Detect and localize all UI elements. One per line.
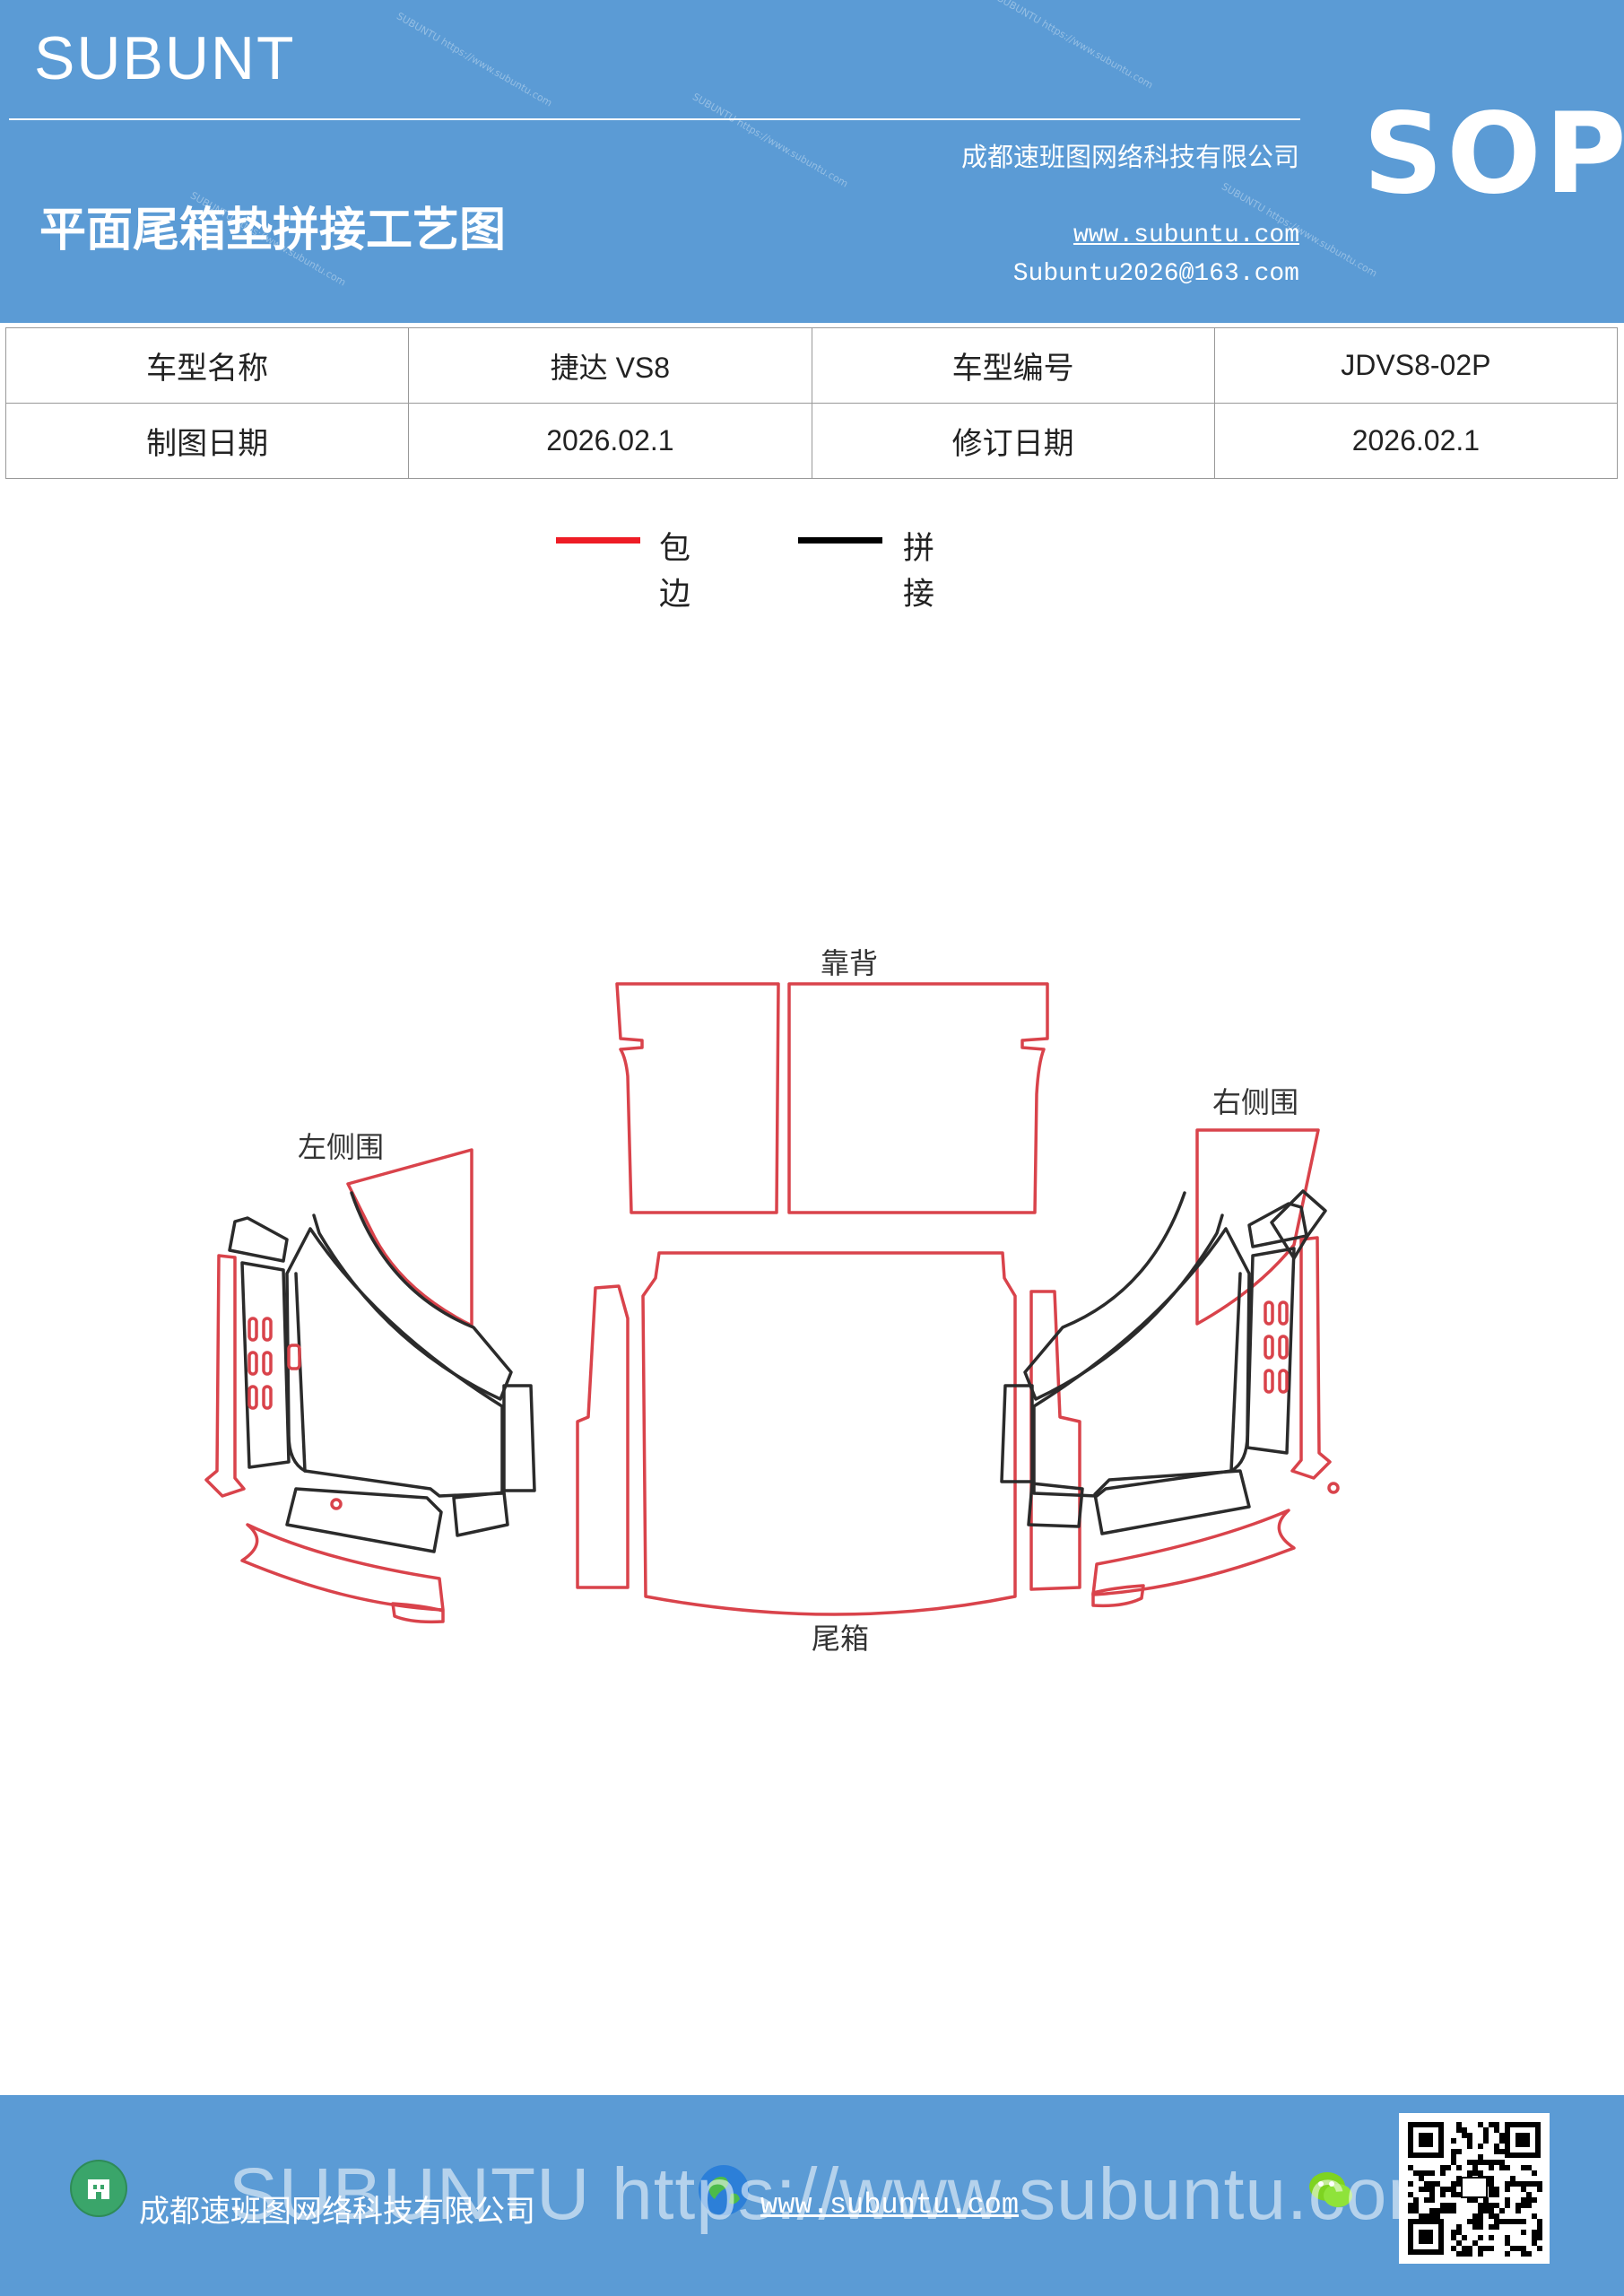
vehicle-info-table: 车型名称 捷达 VS8 车型编号 JDVS8-02P 制图日期 2026.02.… (4, 327, 1619, 479)
legend-label-edge: 包边 (659, 531, 691, 613)
table-cell: JDVS8-02P (1213, 327, 1619, 404)
backrest-right-panel (787, 982, 1049, 1214)
table-cell: 2026.02.1 (408, 403, 812, 479)
trunk-floor-panel (641, 1251, 1017, 1616)
left-outer-strip (204, 1254, 246, 1498)
legend-label-seam: 拼接 (903, 531, 935, 613)
left-tail-piece (391, 1602, 445, 1624)
backrest-left-panel (615, 982, 780, 1214)
footer-banner: 成都速班图网络科技有限公司 www.subuntu.com SUBUNTU ht… (0, 2095, 1624, 2296)
document-title: 平面尾箱垫拼接工艺图 (39, 204, 507, 257)
table-cell: 修订日期 (811, 403, 1215, 479)
left-inner-panel (294, 1272, 307, 1473)
left-hole (330, 1498, 343, 1510)
left-lower-block (502, 1384, 536, 1492)
left-cap-piece (228, 1216, 289, 1263)
left-small-block (452, 1491, 509, 1537)
sop-label: SOP (1363, 90, 1624, 219)
brand-name: SUBUNT (34, 24, 296, 92)
email-address[interactable]: Subuntu2026@163.com (1012, 260, 1299, 288)
legend-swatch-edge (556, 537, 640, 544)
table-row: 车型名称 捷达 VS8 车型编号 JDVS8-02P (4, 327, 1619, 404)
label-left-side: 左侧围 (298, 1130, 384, 1164)
left-bottom-plate (285, 1487, 443, 1553)
header-banner: SUBUNTU https://www.subuntu.com SUBUNTU … (0, 0, 1624, 323)
company-name: 成都速班图网络科技有限公司 (960, 142, 1299, 172)
legend-swatch-seam (798, 537, 882, 544)
footer-company-name: 成都速班图网络科技有限公司 (139, 2194, 535, 2230)
trunk-left-strip (576, 1284, 630, 1589)
footer-watermark: SUBUNTU https://www.subuntu.com (229, 2153, 1450, 2235)
globe-icon (695, 2161, 752, 2219)
right-side-trim-group (1000, 1128, 1340, 1608)
table-cell: 车型名称 (4, 327, 410, 404)
header-divider (9, 118, 1300, 120)
left-seam-arc (312, 1191, 513, 1401)
wechat-icon (1302, 2161, 1359, 2219)
table-cell: 车型编号 (811, 327, 1215, 404)
label-trunk: 尾箱 (812, 1622, 869, 1656)
left-middle-panel (285, 1227, 504, 1498)
label-backrest: 靠背 (821, 946, 878, 980)
table-cell: 捷达 VS8 (408, 327, 812, 404)
table-cell: 2026.02.1 (1213, 403, 1619, 479)
left-bottom-strip (240, 1523, 445, 1612)
website-link[interactable]: www.subuntu.com (1073, 222, 1299, 249)
table-cell: 制图日期 (4, 403, 410, 479)
trunk-right-strip (1029, 1290, 1081, 1591)
qr-code-icon (1399, 2113, 1550, 2264)
left-slot-group (248, 1317, 301, 1410)
building-icon (70, 2160, 127, 2217)
table-row: 制图日期 2026.02.1 修订日期 2026.02.1 (4, 403, 1619, 479)
left-pillar (240, 1261, 291, 1469)
label-right-side: 右侧围 (1212, 1085, 1298, 1119)
footer-website-link[interactable]: www.subuntu.com (760, 2188, 1020, 2222)
